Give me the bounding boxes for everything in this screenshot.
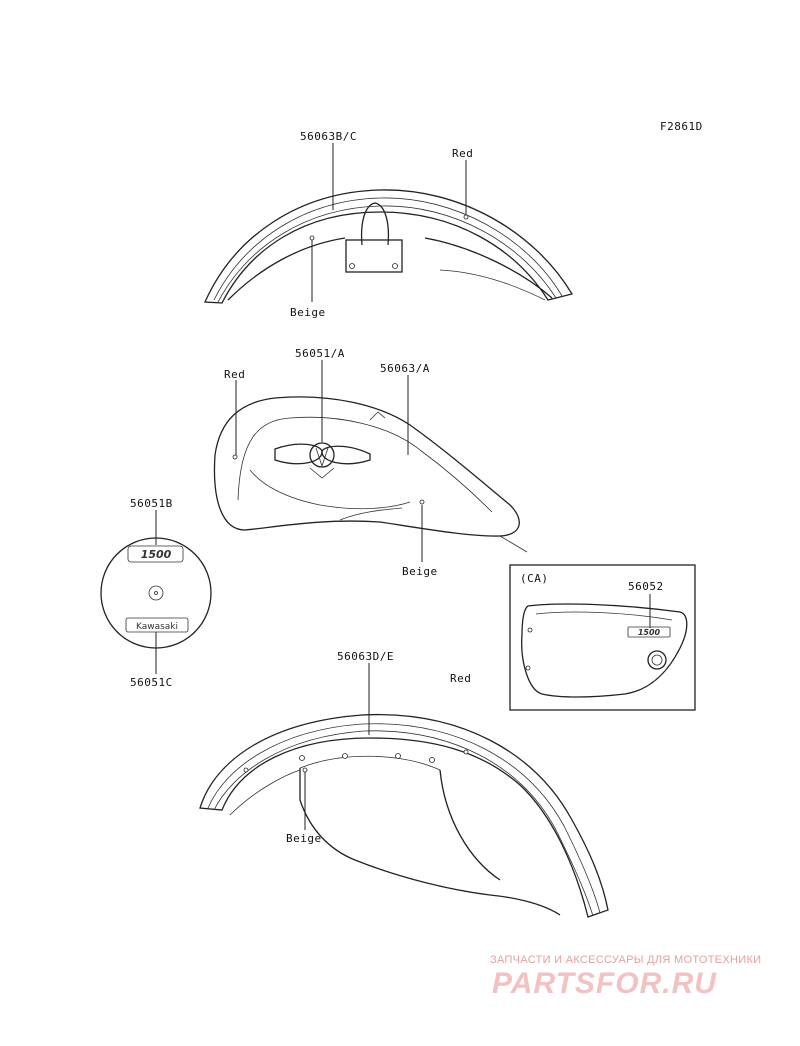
front-fender-color-bottom: Beige [286, 832, 322, 845]
inset-part-label: 56052 [628, 580, 664, 593]
fuel-tank-emblem-label: 56051/A [295, 347, 345, 360]
fuel-tank-color-left: Red [224, 368, 245, 381]
rear-fender-color-bottom: Beige [290, 306, 326, 319]
front-fender-color-right: Red [450, 672, 471, 685]
cover-label-top: 56051B [130, 497, 173, 510]
watermark-brand: PARTSFOR.RU [492, 967, 717, 1000]
rear-fender-color-top: Red [452, 147, 473, 160]
fuel-tank [213, 396, 528, 553]
watermark: ЗАПЧАСТИ И АКСЕССУАРЫ ДЛЯ МОТОТЕХНИКИ PA… [490, 954, 761, 1000]
front-fender-part-label: 56063D/E [337, 650, 394, 663]
inset-badge-text: 1500 [638, 628, 661, 637]
air-cleaner-cover: 1500 Kawasaki [100, 537, 212, 649]
fuel-tank-stripe-label: 56063/A [380, 362, 430, 375]
watermark-tagline: ЗАПЧАСТИ И АКСЕССУАРЫ ДЛЯ МОТОТЕХНИКИ [490, 954, 761, 966]
cover-label-bottom: 56051C [130, 676, 173, 689]
cover-emblem-top-text: 1500 [141, 548, 172, 561]
diagram-code: F2861D [660, 120, 703, 133]
rear-fender-part-label: 56063B/C [300, 130, 357, 143]
front-fender [199, 713, 609, 918]
inset-region-label: (CA) [520, 572, 549, 585]
rear-fender [204, 189, 574, 304]
fuel-tank-color-bottom: Beige [402, 565, 438, 578]
cover-emblem-bottom-text: Kawasaki [136, 622, 178, 632]
side-cover-inset: (CA) 56052 1500 [509, 564, 696, 711]
